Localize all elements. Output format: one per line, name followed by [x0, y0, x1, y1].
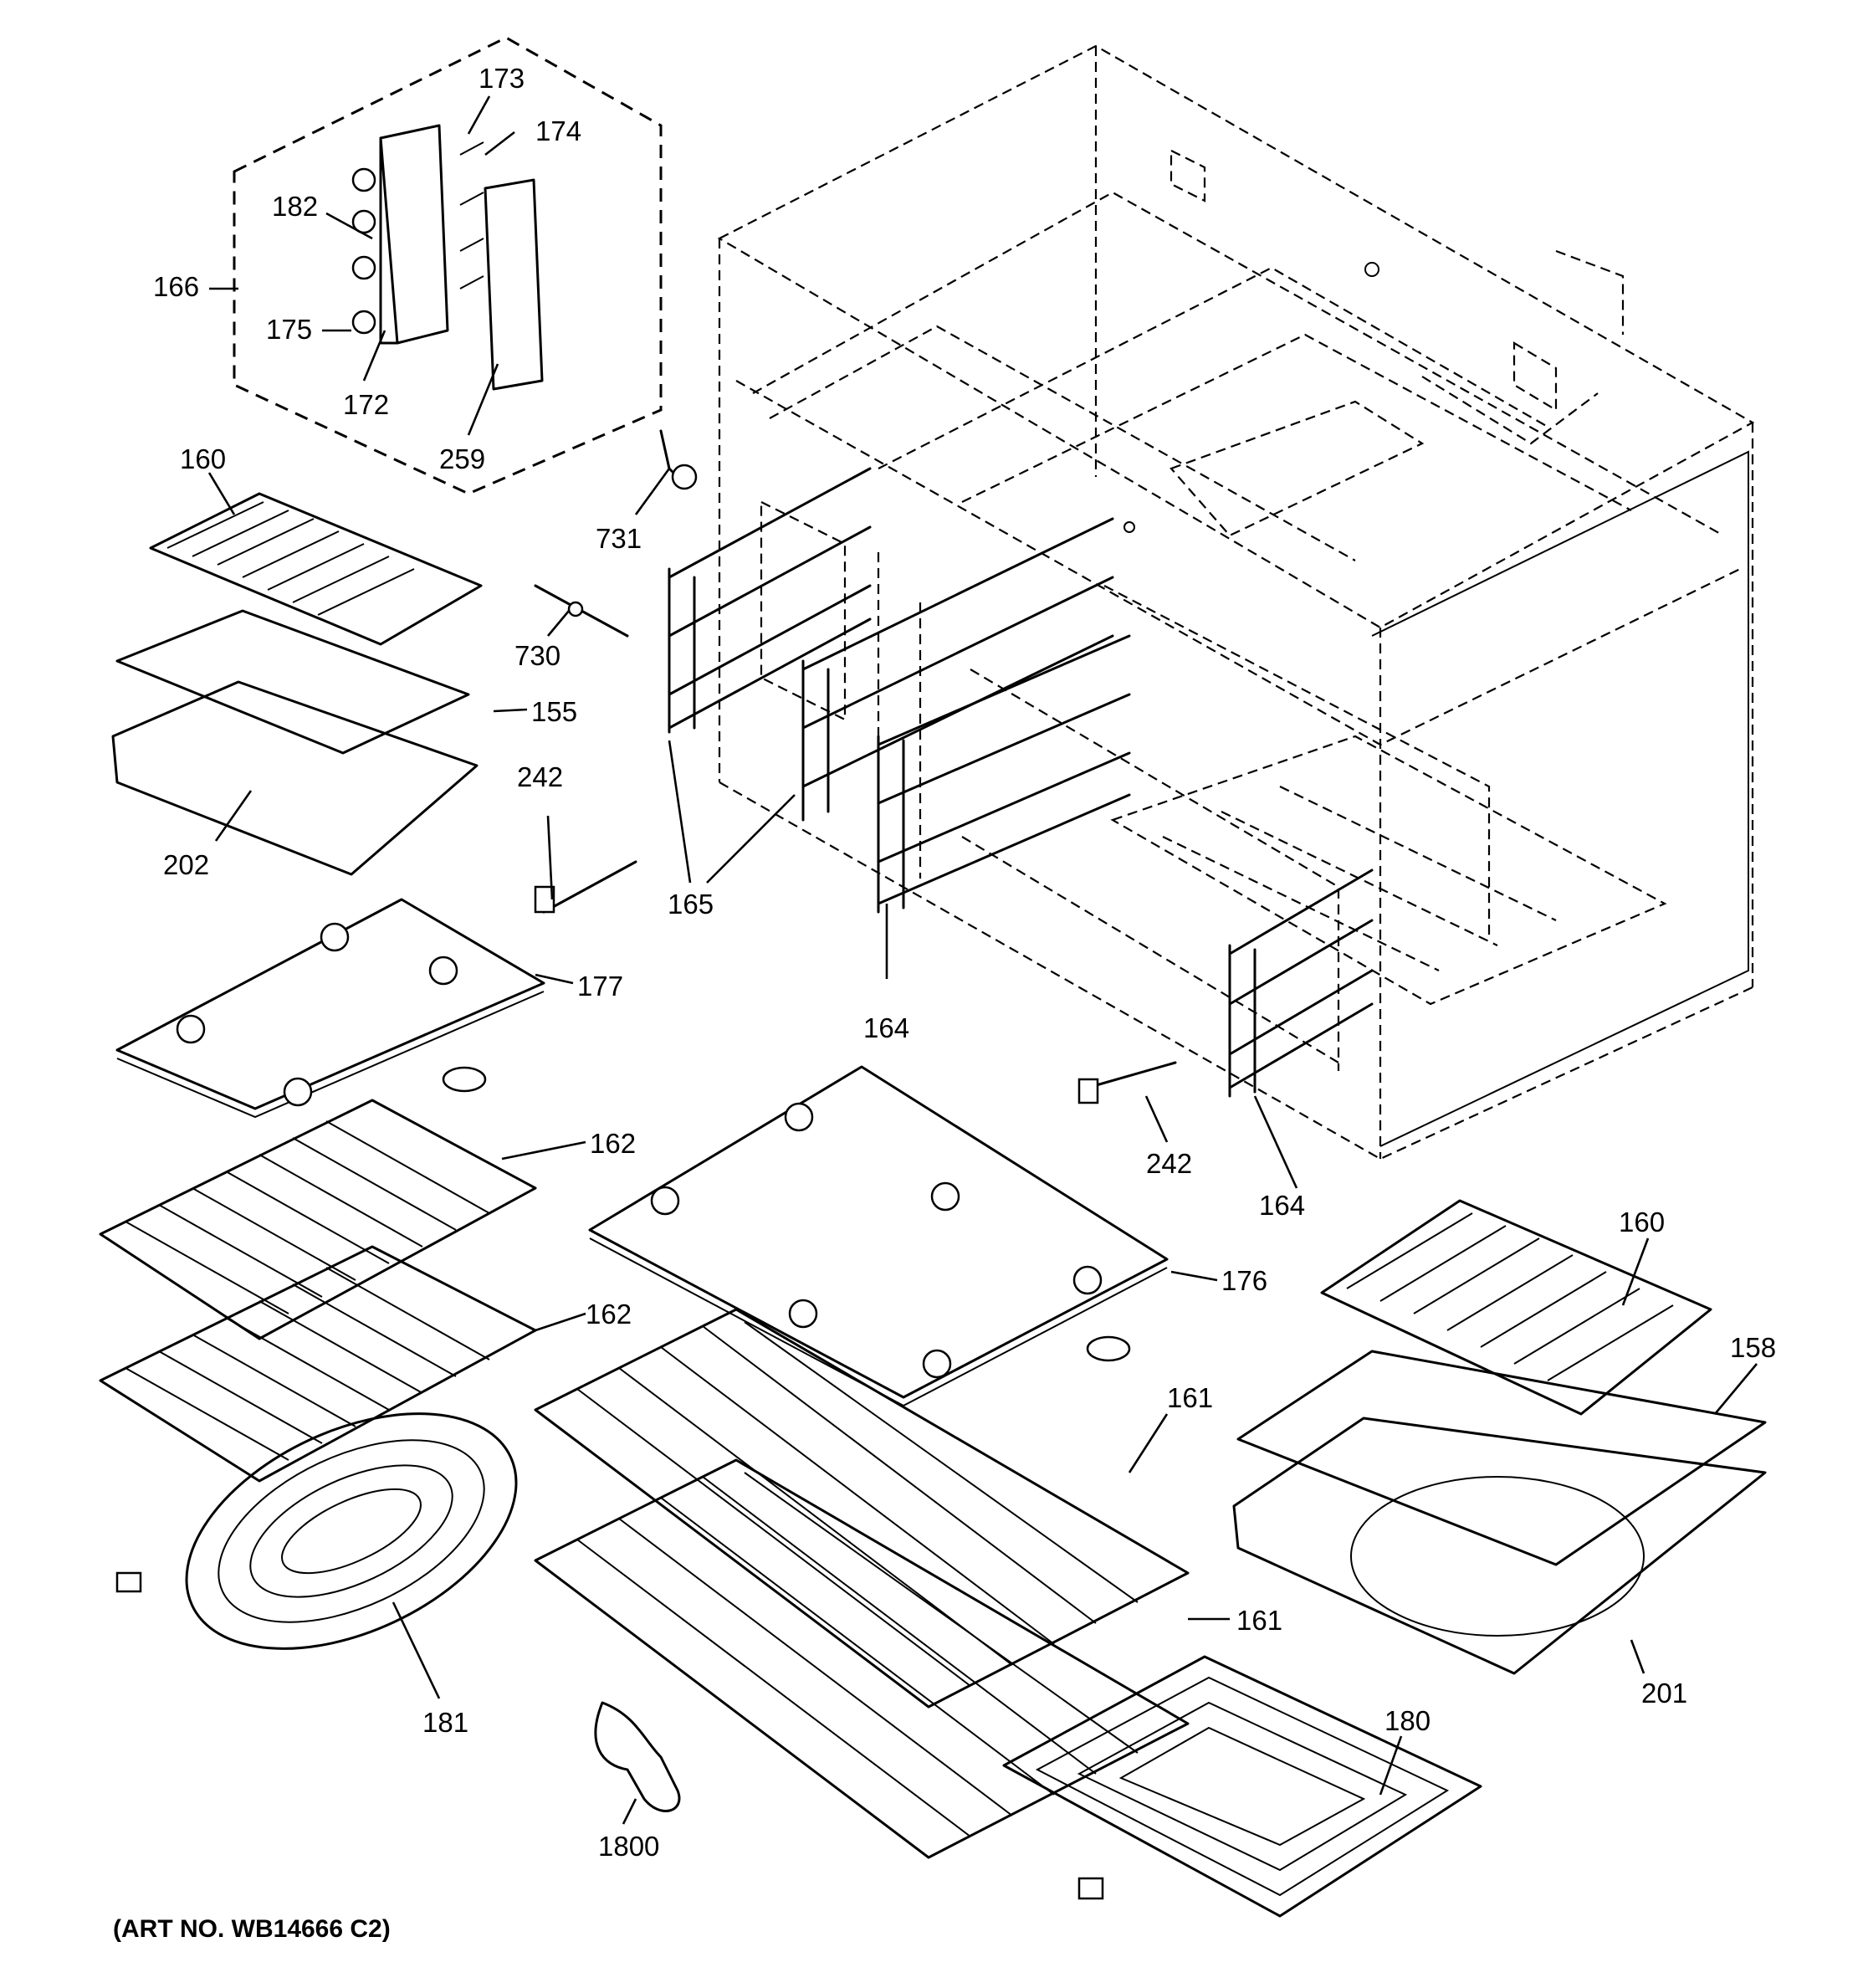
callout-161-b: 161 — [1236, 1605, 1282, 1636]
callout-158: 158 — [1730, 1332, 1776, 1363]
callout-201: 201 — [1641, 1678, 1687, 1709]
rack-supports — [668, 467, 1374, 1098]
leader-lines — [207, 95, 1758, 1825]
callout-166: 166 — [153, 271, 199, 302]
callout-242-b: 242 — [1146, 1148, 1192, 1179]
small-parts — [534, 429, 1177, 1104]
callout-labels: 173 174 182 166 175 172 259 160 731 730 … — [113, 63, 1776, 1943]
callout-161-a: 161 — [1167, 1382, 1213, 1413]
callout-731: 731 — [596, 523, 642, 554]
bake-cover-plates — [115, 898, 1169, 1407]
broiler-pan-set-left — [111, 492, 483, 876]
callout-181: 181 — [422, 1707, 468, 1738]
callout-164-a: 164 — [863, 1012, 909, 1043]
callout-173: 173 — [479, 63, 525, 94]
callout-162-b: 162 — [586, 1299, 632, 1330]
callout-259: 259 — [439, 443, 485, 474]
art-number: (ART NO. WB14666 C2) — [113, 1915, 391, 1943]
callout-176: 176 — [1221, 1265, 1267, 1296]
control-module-assembly — [233, 36, 663, 495]
callout-202: 202 — [163, 849, 209, 880]
heating-elements — [115, 1412, 1482, 1918]
callout-180: 180 — [1384, 1705, 1431, 1736]
callout-182: 182 — [272, 191, 318, 222]
callout-177: 177 — [577, 971, 623, 1002]
callout-174: 174 — [535, 115, 581, 146]
callout-1800: 1800 — [598, 1831, 659, 1862]
callout-160-b: 160 — [1619, 1207, 1665, 1237]
callout-242-a: 242 — [517, 761, 563, 792]
callout-175: 175 — [266, 314, 312, 345]
broiler-pan-set-right — [1232, 1199, 1767, 1675]
callout-155: 155 — [531, 696, 577, 727]
oven-racks — [99, 1099, 1190, 1859]
oven-chassis — [717, 44, 1755, 1161]
callout-164-b: 164 — [1259, 1190, 1305, 1221]
callout-160-a: 160 — [180, 443, 226, 474]
callout-165: 165 — [668, 889, 714, 920]
callout-162-a: 162 — [590, 1128, 636, 1159]
callout-172: 172 — [343, 389, 389, 420]
callout-730: 730 — [514, 640, 560, 671]
